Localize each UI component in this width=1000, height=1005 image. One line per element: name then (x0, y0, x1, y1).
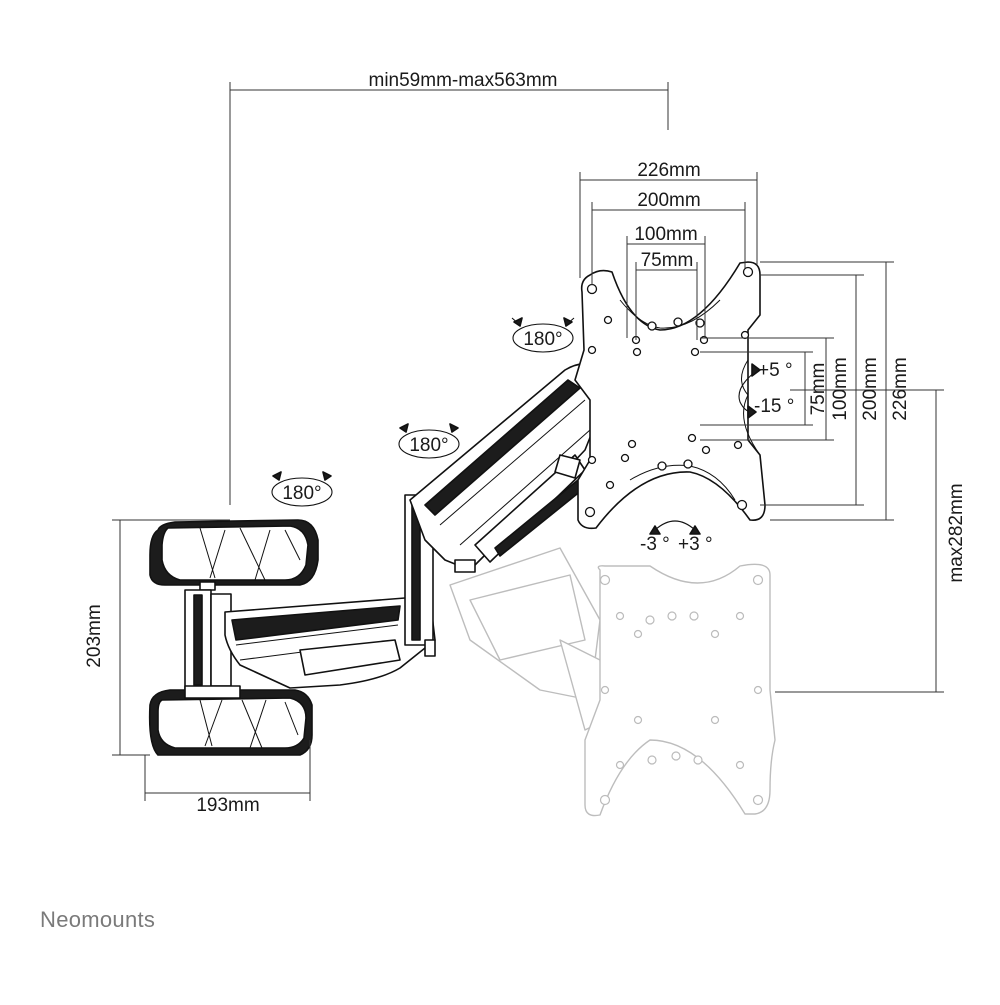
ghost-vesa-plate (584, 563, 776, 817)
vesa-height-200-label: 200mm (860, 357, 881, 420)
arm-segment-2 (409, 363, 606, 573)
ghost-arm-position (449, 547, 606, 731)
reach-dim-label: min59mm-max563mm (369, 70, 558, 91)
tilt-down-label: -15 ° (754, 396, 794, 417)
wall-plate-height-label: 203mm (84, 604, 105, 667)
swivel-angle-3-label: 180° (282, 483, 321, 504)
vesa-width-75-label: 75mm (641, 250, 694, 271)
wall-plate-width-label: 193mm (196, 795, 259, 816)
rotate-cw-label: +3 ° (678, 534, 713, 555)
swivel-angle-2-label: 180° (409, 435, 448, 456)
height-adjust-label: max282mm (946, 483, 967, 582)
vesa-height-226-label: 226mm (890, 357, 911, 420)
vesa-width-200-label: 200mm (637, 190, 700, 211)
vesa-plate (574, 261, 766, 530)
rotate-ccw-label: -3 ° (640, 534, 670, 555)
wall-plate (148, 519, 319, 756)
vesa-height-75-label: 75mm (808, 363, 829, 416)
brand-logo-text: Neomounts (40, 907, 155, 932)
vesa-width-100-label: 100mm (634, 224, 697, 245)
dimension-lines (112, 82, 944, 801)
swivel-angle-1-label: 180° (523, 329, 562, 350)
tilt-up-label: +5 ° (758, 360, 793, 381)
rotation-marks (271, 317, 761, 535)
vesa-width-226-label: 226mm (637, 160, 700, 181)
arm-segment-1 (224, 597, 436, 689)
vesa-height-100-label: 100mm (830, 357, 851, 420)
